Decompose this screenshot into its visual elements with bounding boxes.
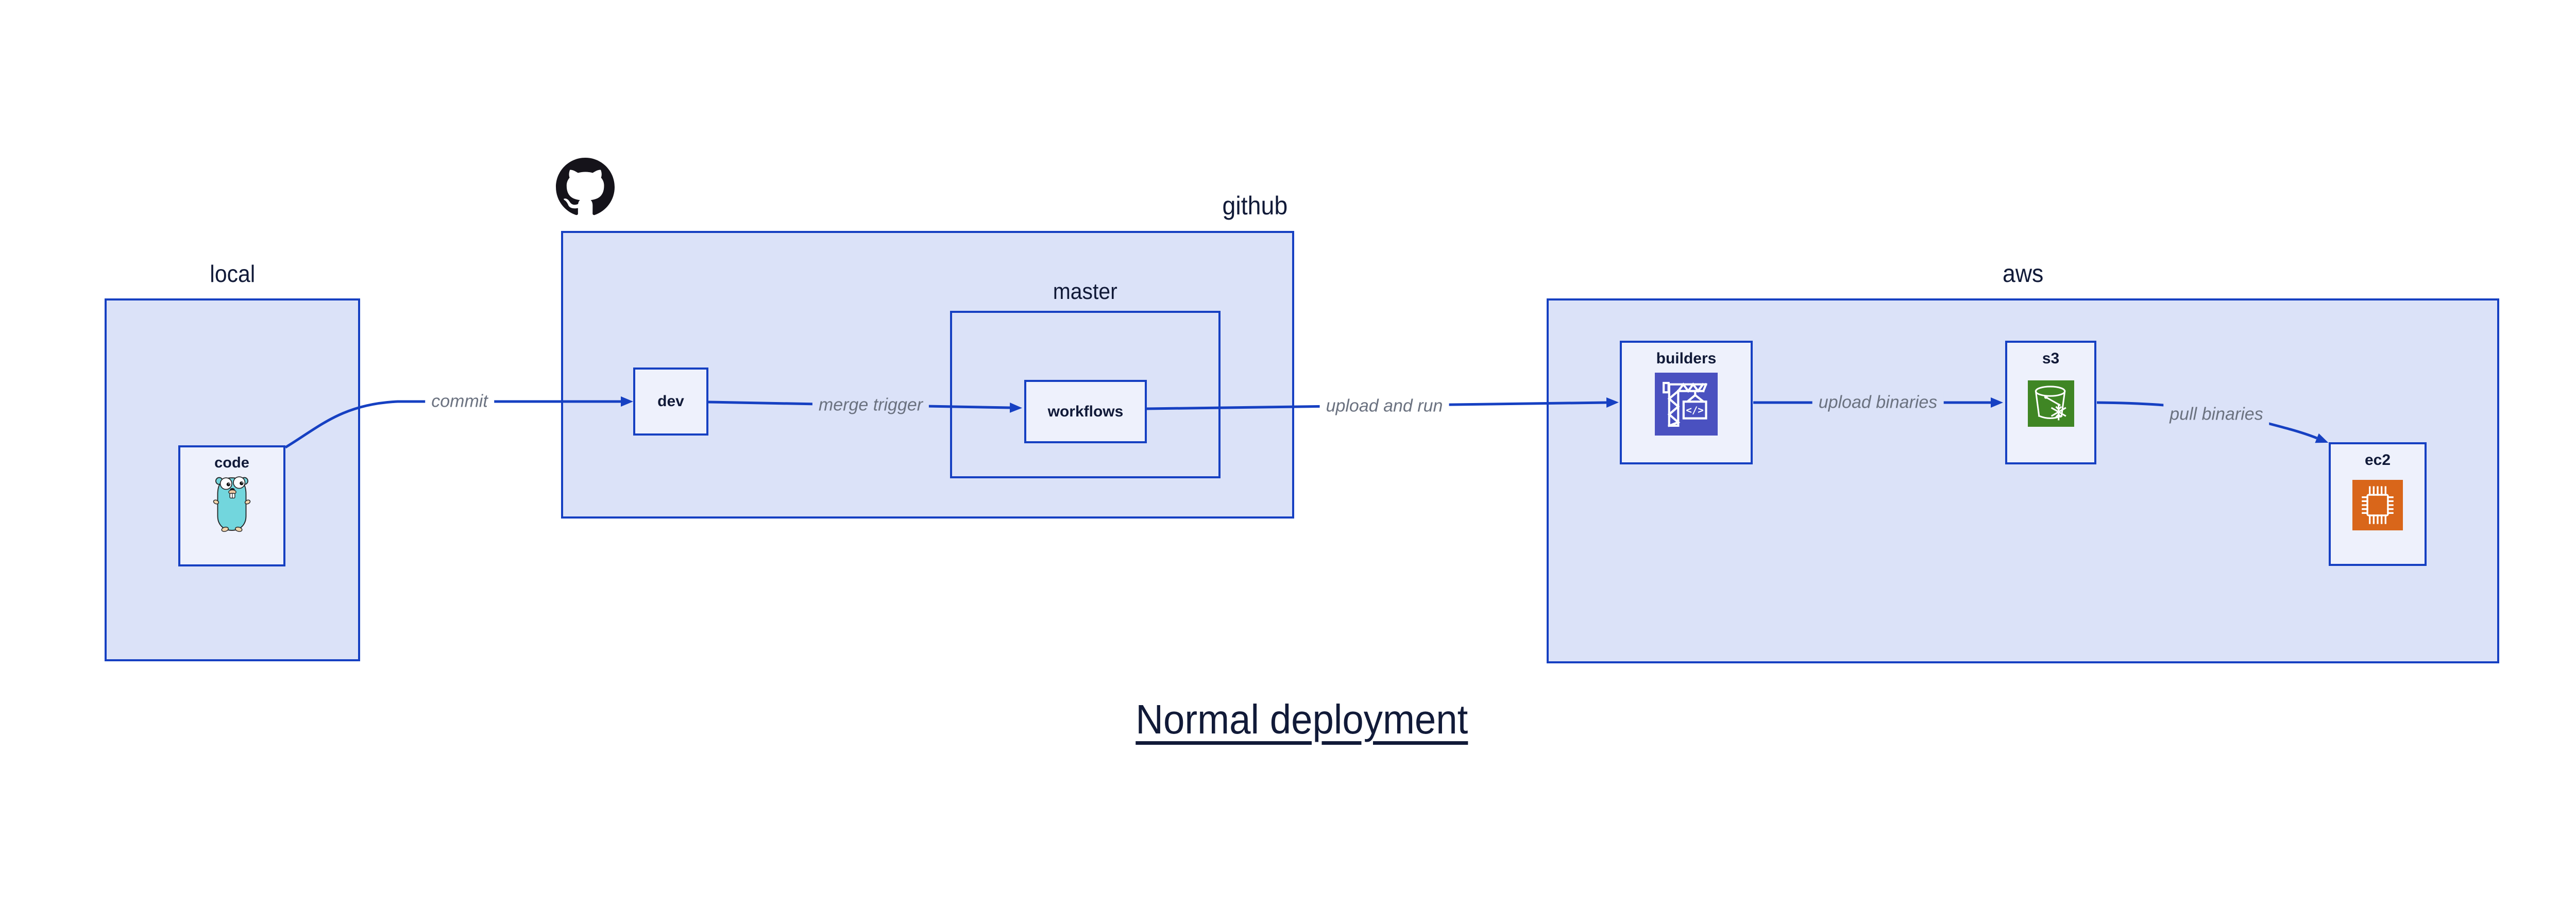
node-workflows: workflows xyxy=(1024,380,1147,443)
node-label-s3: s3 xyxy=(2042,350,2060,367)
edge-label-upload-binaries: upload binaries xyxy=(1812,391,1944,414)
container-label-local: local xyxy=(209,260,255,287)
edge-label-upload-and-run: upload and run xyxy=(1319,395,1449,417)
node-label-dev: dev xyxy=(657,393,684,410)
container-label-master: master xyxy=(1053,279,1118,304)
github-octocat-icon xyxy=(556,158,615,215)
edge-label-pull-binaries: pull binaries xyxy=(2163,403,2269,426)
node-label-workflows: workflows xyxy=(1047,403,1124,420)
edge-label-commit: commit xyxy=(425,390,494,413)
node-s3: s3 xyxy=(2005,341,2096,464)
node-ec2: ec2 xyxy=(2329,442,2427,566)
s3-glacier-bucket-icon xyxy=(2027,380,2074,427)
ec2-chip-icon xyxy=(2352,480,2403,530)
container-label-github: github xyxy=(1222,191,1287,220)
node-label-code: code xyxy=(214,455,249,471)
diagram-title: Normal deployment xyxy=(1136,696,1468,742)
code-glyph: </> xyxy=(1686,405,1703,416)
node-label-builders: builders xyxy=(1656,350,1717,367)
node-dev: dev xyxy=(633,368,708,436)
node-label-ec2: ec2 xyxy=(2364,452,2391,469)
codebuild-crane-icon: </> xyxy=(1655,373,1718,436)
container-label-aws: aws xyxy=(2002,260,2044,288)
node-builders: builders </> xyxy=(1620,341,1753,464)
node-code: code xyxy=(178,445,285,566)
go-gopher-icon xyxy=(212,476,252,532)
edge-label-merge-trigger: merge trigger xyxy=(812,394,929,416)
